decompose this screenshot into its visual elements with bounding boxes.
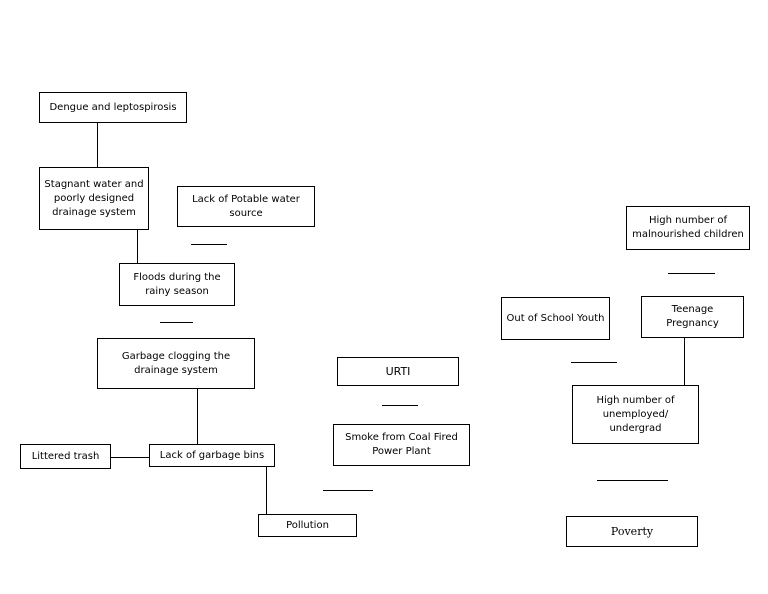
node-urti: URTI xyxy=(337,357,459,386)
node-smoke: Smoke from Coal Fired Power Plant xyxy=(333,424,470,466)
connector-dengue-stagnant xyxy=(97,123,98,167)
connector-garbage-bins xyxy=(197,389,198,444)
node-stagnant-water: Stagnant water and poorly designed drain… xyxy=(39,167,149,230)
blank-line xyxy=(191,244,227,245)
node-lack-potable-water: Lack of Potable water source xyxy=(177,186,315,227)
node-lack-garbage-bins: Lack of garbage bins xyxy=(149,444,275,467)
blank-line xyxy=(571,362,617,363)
blank-line xyxy=(382,405,418,406)
connector-littered-bins xyxy=(111,457,149,458)
blank-line xyxy=(597,480,668,481)
node-out-of-school: Out of School Youth xyxy=(501,297,610,340)
node-malnourished: High number of malnourished children xyxy=(626,206,750,250)
blank-line xyxy=(323,490,373,491)
blank-line xyxy=(668,273,715,274)
node-poverty: Poverty xyxy=(566,516,698,547)
connector-pregnancy-unemployed xyxy=(684,338,685,385)
connector-stagnant-floods xyxy=(137,230,138,263)
node-garbage-clogging: Garbage clogging the drainage system xyxy=(97,338,255,389)
node-pollution: Pollution xyxy=(258,514,357,537)
connector-bins-pollution xyxy=(266,467,267,514)
node-floods: Floods during the rainy season xyxy=(119,263,235,306)
node-teenage-pregnancy: Teenage Pregnancy xyxy=(641,296,744,338)
node-littered-trash: Littered trash xyxy=(20,444,111,469)
blank-line xyxy=(160,322,193,323)
node-unemployed: High number of unemployed/ undergrad xyxy=(572,385,699,444)
node-dengue: Dengue and leptospirosis xyxy=(39,92,187,123)
